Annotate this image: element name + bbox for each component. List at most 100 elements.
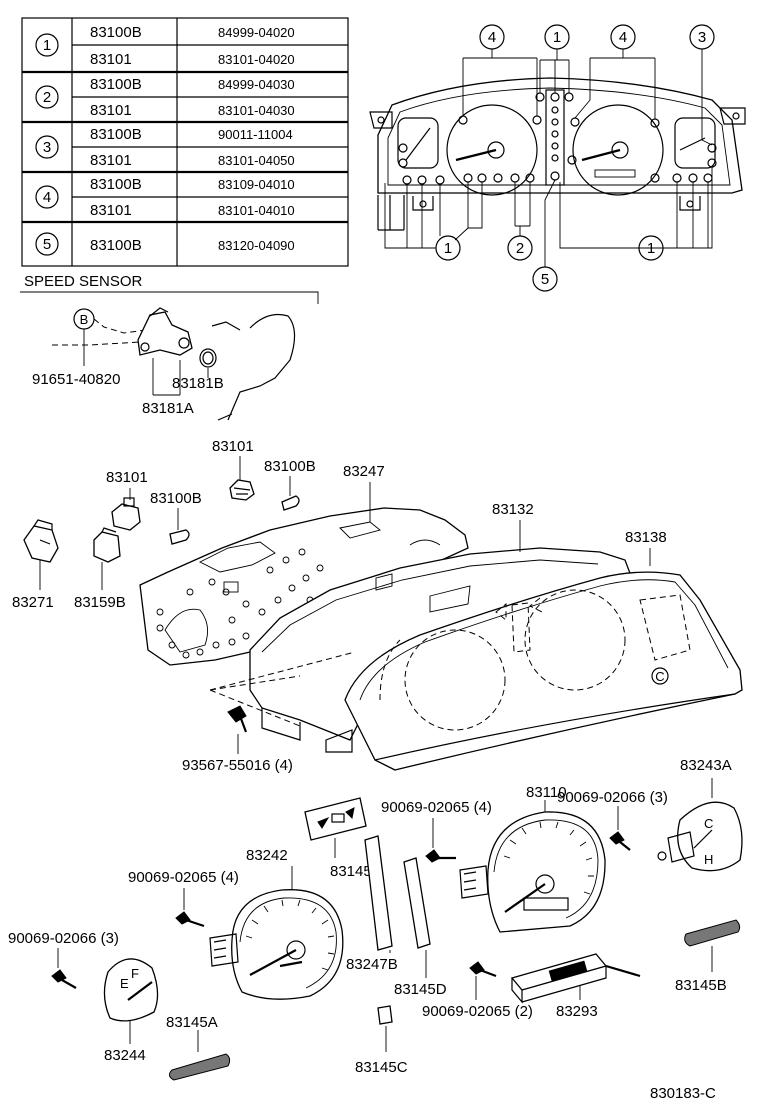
- table-number: 83101-04020: [218, 52, 295, 67]
- label-83293: 83293: [556, 1003, 598, 1020]
- label-83145B: 83145B: [675, 977, 727, 994]
- table-key-circle: [35, 185, 59, 209]
- label-83242: 83242: [246, 847, 288, 864]
- label-90069-02065-2: 90069-02065 (2): [422, 1003, 533, 1020]
- callout-1: 1: [553, 29, 561, 46]
- callout-5: 5: [541, 271, 549, 288]
- label-83159B: 83159B: [74, 594, 126, 611]
- label-83243A: 83243A: [680, 757, 732, 774]
- label-83101: 83101: [106, 469, 148, 486]
- label-91651-40820: 91651-40820: [32, 371, 120, 388]
- ref-letter-b: B: [80, 312, 89, 327]
- label-93567-55016: 93567-55016 (4): [182, 757, 293, 774]
- label-83145D: 83145D: [394, 981, 447, 998]
- display-83293: [510, 953, 641, 1004]
- label-83145A: 83145A: [166, 1014, 218, 1031]
- label-83132: 83132: [492, 501, 534, 518]
- label-83247B: 83247B: [346, 956, 398, 973]
- table-key-circle: [35, 33, 59, 57]
- label-83181A: 83181A: [142, 400, 194, 417]
- socket-83159B: [93, 527, 121, 563]
- strip-83247B: [364, 835, 393, 951]
- label-90069-02065-4: 90069-02065 (4): [381, 799, 492, 816]
- table-number: 90011-11004: [218, 127, 293, 142]
- cluster-lens-83138: C: [344, 571, 743, 771]
- speedometer-83110: [459, 811, 606, 933]
- table-key: 5: [43, 236, 51, 253]
- callout-1: 1: [647, 240, 655, 257]
- cover-83145C: [377, 1005, 393, 1025]
- table-key-circle: [35, 135, 59, 159]
- gauge-parts: 83145 83247B 83145D 83110 9006: [8, 757, 743, 1081]
- label-83271: 83271: [12, 594, 54, 611]
- speed-sensor-part: [137, 307, 193, 356]
- temp-gauge-mark-h: H: [704, 852, 713, 867]
- callout-4: 4: [488, 29, 496, 46]
- table-part: 83100B: [90, 76, 142, 93]
- label-90069-02066-3: 90069-02066 (3): [557, 789, 668, 806]
- table-number: 84999-04030: [218, 77, 295, 92]
- o-ring: [199, 348, 217, 368]
- table-part: 83100B: [90, 237, 142, 254]
- label-83244: 83244: [104, 1047, 146, 1064]
- table-number: 83101-04030: [218, 103, 295, 118]
- table-number: 84999-04020: [218, 25, 295, 40]
- screw-90069-02065-4a: [425, 849, 456, 863]
- diagram-code: 830183-C: [650, 1085, 716, 1102]
- table-key: 3: [43, 139, 51, 156]
- screw-90069-02066-3a: [609, 831, 631, 851]
- exploded-assembly: C 83101 83101 83100B 83100B 83247 83132 …: [12, 438, 743, 774]
- indicator-plate-83145: [304, 797, 367, 841]
- label-83145C: 83145C: [355, 1059, 408, 1076]
- label-90069-02065-4b: 90069-02065 (4): [128, 869, 239, 886]
- cluster-rear-view: 4 1 4 3 1 2 5 1: [369, 24, 746, 292]
- fuel-gauge-mark-f: F: [131, 966, 139, 981]
- table-part: 83101: [90, 51, 132, 68]
- callout-4: 4: [619, 29, 627, 46]
- table-number: 83101-04010: [218, 203, 295, 218]
- label-83247: 83247: [343, 463, 385, 480]
- tachometer-83242: [209, 889, 344, 1000]
- lens-strip-83145A: [168, 1053, 231, 1081]
- bulb-83100B-top: [281, 495, 300, 511]
- screw-90069-02065-4b: [175, 911, 205, 928]
- table-number: 83101-04050: [218, 153, 295, 168]
- screw-90069-02065-2: [469, 961, 497, 978]
- table-number: 83109-04010: [218, 177, 295, 192]
- socket-83271: [23, 519, 59, 563]
- table-key-circle: [35, 85, 59, 109]
- screw-93567: [227, 705, 248, 733]
- callout-2: 2: [516, 240, 524, 257]
- label-83110: 83110: [526, 784, 567, 801]
- table-part: 83101: [90, 202, 132, 219]
- speed-sensor-section: SPEED SENSOR B 91651-40820 83181B 83181A: [20, 273, 319, 421]
- label-83100B: 83100B: [150, 490, 202, 507]
- table-key: 2: [43, 89, 51, 106]
- socket-83101-top: [229, 479, 255, 501]
- callout-3: 3: [698, 29, 706, 46]
- label-83100B: 83100B: [264, 458, 316, 475]
- reference-table: 1 2 3 4 5 83100B 83101 83100B 83101 8310…: [21, 17, 349, 267]
- table-part: 83100B: [90, 24, 142, 41]
- bulb-83100B-left: [169, 529, 190, 545]
- label-90069-02066-3b: 90069-02066 (3): [8, 930, 119, 947]
- fuel-gauge-mark-e: E: [120, 976, 129, 991]
- label-83101: 83101: [212, 438, 254, 455]
- table-part: 83100B: [90, 126, 142, 143]
- label-83145: 83145: [330, 863, 372, 880]
- label-83181B: 83181B: [172, 375, 224, 392]
- table-part: 83100B: [90, 176, 142, 193]
- socket-83101-left: [111, 497, 141, 531]
- callout-1: 1: [444, 240, 452, 257]
- table-part: 83101: [90, 152, 132, 169]
- strip-83145D: [403, 857, 431, 949]
- temp-gauge-mark-c: C: [704, 816, 713, 831]
- speed-sensor-title: SPEED SENSOR: [24, 273, 143, 290]
- table-key-circle: [35, 232, 59, 256]
- table-key: 4: [43, 189, 51, 206]
- table-part: 83101: [90, 102, 132, 119]
- temp-gauge-83243A: C H: [657, 801, 743, 872]
- screw-90069-02066-3b: [51, 969, 77, 989]
